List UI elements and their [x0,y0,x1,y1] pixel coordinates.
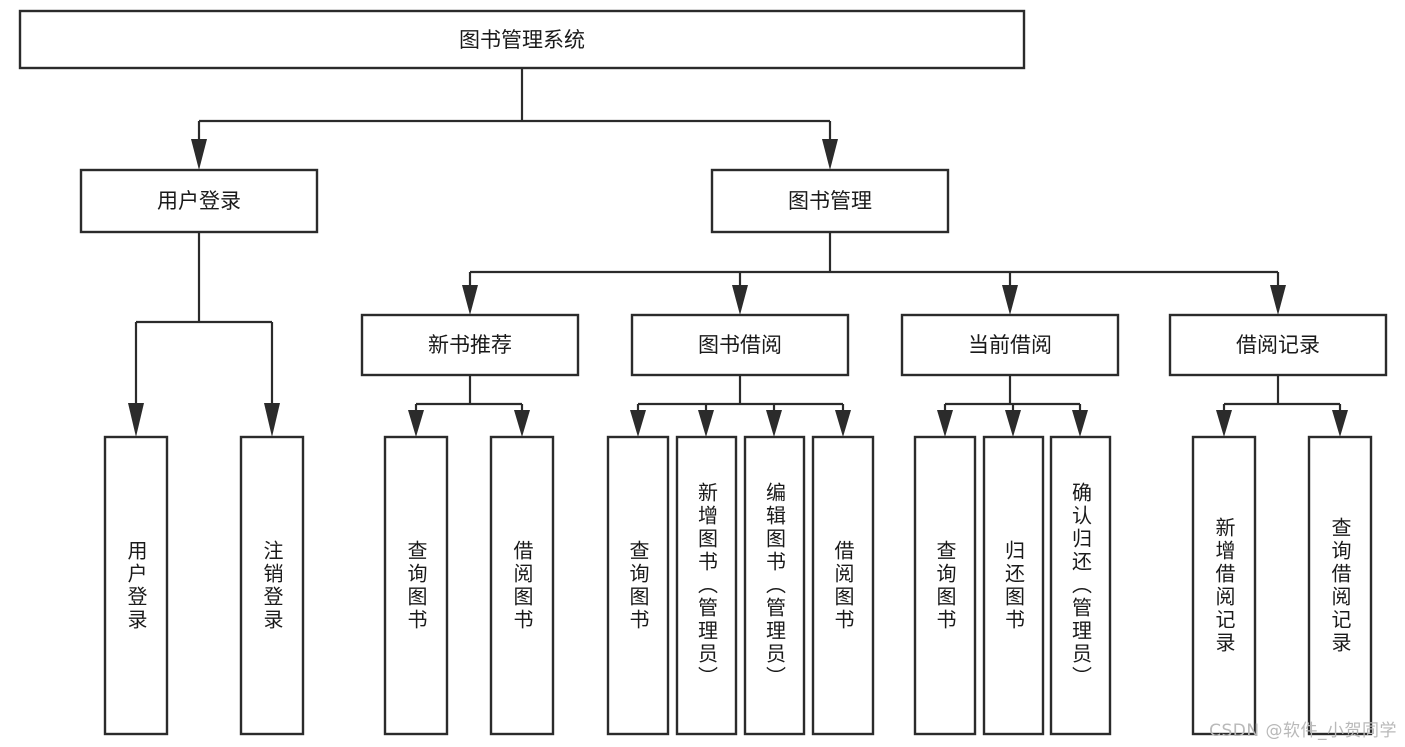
arrow-head-leaf-logout [264,403,280,437]
node-new-book-recommend-box[interactable] [360,313,580,377]
node-user-login[interactable]: 用户登录 [79,168,319,234]
arrow-head-bb-leaf-4 [835,410,851,437]
leaf-box-new-book-1[interactable] [383,435,449,736]
arrow-head-borrow-record [1270,285,1286,315]
leaf-box-book-borrow-4[interactable] [811,435,875,736]
arrow-head-bb-leaf-1 [630,410,646,437]
node-root[interactable]: 图书管理系统 [18,9,1026,70]
leaf-box-user-login-2[interactable] [239,435,305,736]
leaf-box-borrow-record-2[interactable] [1307,435,1373,736]
node-borrow-record[interactable]: 借阅记录 [1168,313,1388,377]
arrow-head-bb-leaf-2 [698,410,714,437]
arrow-head-new-book [462,285,478,315]
node-book-borrow[interactable]: 图书借阅 [630,313,850,377]
leaf-box-current-borrow-3[interactable] [1049,435,1112,736]
arrow-head-nb-leaf-1 [408,410,424,437]
node-book-management[interactable]: 图书管理 [710,168,950,234]
arrow-head-book-mgmt [822,139,838,170]
leaf-box-book-borrow-1[interactable] [606,435,670,736]
leaf-box-new-book-2[interactable] [489,435,555,736]
node-user-login-box[interactable] [79,168,319,234]
arrow-head-nb-leaf-2 [514,410,530,437]
arrow-head-cb-leaf-1 [937,410,953,437]
leaf-box-book-borrow-3[interactable] [743,435,806,736]
watermark-text: CSDN @软件_小贺同学 [1209,721,1397,741]
leaf-box-current-borrow-1[interactable] [913,435,977,736]
node-new-book-recommend-label: 新书推荐 [428,333,512,357]
node-book-borrow-label: 图书借阅 [698,333,782,357]
node-current-borrow-label: 当前借阅 [968,333,1052,357]
node-current-borrow-box[interactable] [900,313,1120,377]
node-new-book-recommend[interactable]: 新书推荐 [360,313,580,377]
arrow-head-user-login [191,139,207,170]
node-book-management-box[interactable] [710,168,950,234]
node-book-management-label: 图书管理 [788,189,872,213]
arrow-head-cb-leaf-3 [1072,410,1088,437]
node-root-label: 图书管理系统 [459,28,585,52]
node-book-borrow-box[interactable] [630,313,850,377]
leaf-box-borrow-record-1[interactable] [1191,435,1257,736]
connector-layer [128,68,1348,437]
leaf-box-user-login-1[interactable] [103,435,169,736]
leaf-box-current-borrow-2[interactable] [982,435,1045,736]
arrow-head-book-borrow [732,285,748,315]
arrow-head-bb-leaf-3 [766,410,782,437]
arrow-head-cb-leaf-2 [1005,410,1021,437]
leaf-box-book-borrow-2[interactable] [675,435,738,736]
arrow-head-current-borrow [1002,285,1018,315]
node-root-box[interactable] [18,9,1026,70]
node-borrow-record-box[interactable] [1168,313,1388,377]
node-current-borrow[interactable]: 当前借阅 [900,313,1120,377]
arrow-head-leaf-user-login [128,403,144,437]
node-borrow-record-label: 借阅记录 [1236,333,1320,357]
arrow-head-br-leaf-1 [1216,410,1232,437]
arrow-head-br-leaf-2 [1332,410,1348,437]
node-user-login-label: 用户登录 [157,189,241,213]
